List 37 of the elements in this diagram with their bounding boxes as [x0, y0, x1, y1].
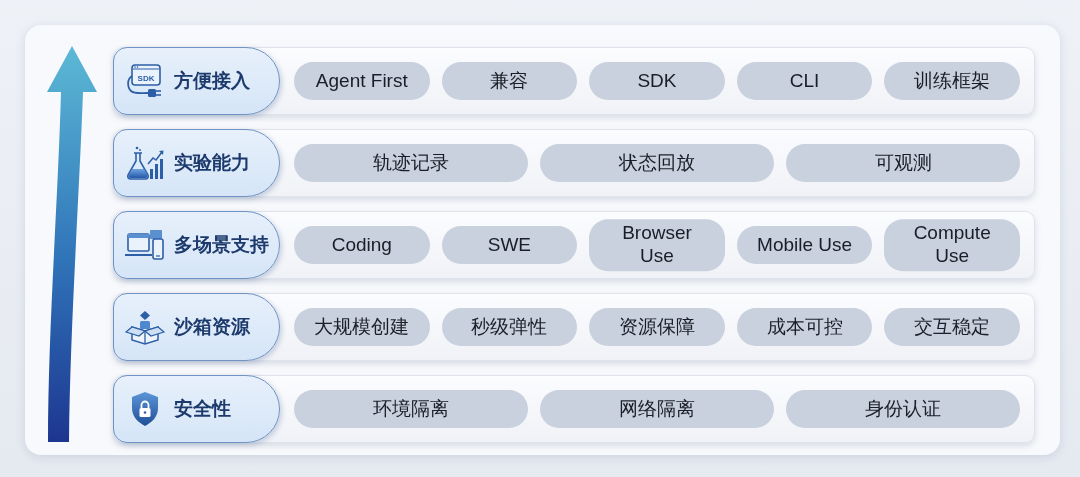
feature-tag: 网络隔离: [540, 390, 774, 428]
layer-header: [113, 211, 280, 279]
feature-tag: 交互稳定: [884, 308, 1020, 346]
layer-header: [113, 293, 280, 361]
feature-tag: 兼容: [441, 62, 578, 100]
feature-tag: Mobile Use: [736, 226, 873, 264]
feature-tag: 状态回放: [540, 144, 774, 182]
feature-tag: Coding: [294, 226, 430, 264]
feature-tag: Compute Use: [884, 219, 1020, 271]
layer-title: 沙箱资源: [174, 315, 250, 339]
feature-tag: 轨迹记录: [294, 144, 528, 182]
layer-title: 实验能力: [174, 151, 250, 175]
feature-tag: 训练框架: [884, 62, 1020, 100]
feature-tag: 可观测: [786, 144, 1020, 182]
feature-tag: 成本可控: [736, 308, 873, 346]
feature-tag: 大规模创建: [294, 308, 430, 346]
feature-tag: 身份认证: [786, 390, 1020, 428]
layer-title: 安全性: [174, 397, 231, 421]
icon-text: SDK: [137, 73, 155, 83]
feature-tag: 环境隔离: [294, 390, 528, 428]
feature-tag: 资源保障: [589, 308, 725, 346]
layer-header: [113, 129, 280, 197]
layer-title: 多场景支持: [174, 233, 269, 257]
layer-title: 方便接入: [174, 69, 250, 93]
feature-tag: 秒级弹性: [441, 308, 578, 346]
feature-tag: SDK: [589, 62, 725, 100]
layer-header: [113, 47, 280, 115]
layer-panel: [113, 47, 1035, 115]
layer-panel: [113, 129, 1035, 197]
layer-panel: [113, 293, 1035, 361]
feature-tag: Browser Use: [589, 219, 725, 271]
feature-tag: Agent First: [294, 62, 430, 100]
layer-header: [113, 375, 280, 443]
layer-panel: [113, 375, 1035, 443]
feature-tag: CLI: [736, 62, 873, 100]
layer-panel: [113, 211, 1035, 279]
feature-tag: SWE: [441, 226, 578, 264]
